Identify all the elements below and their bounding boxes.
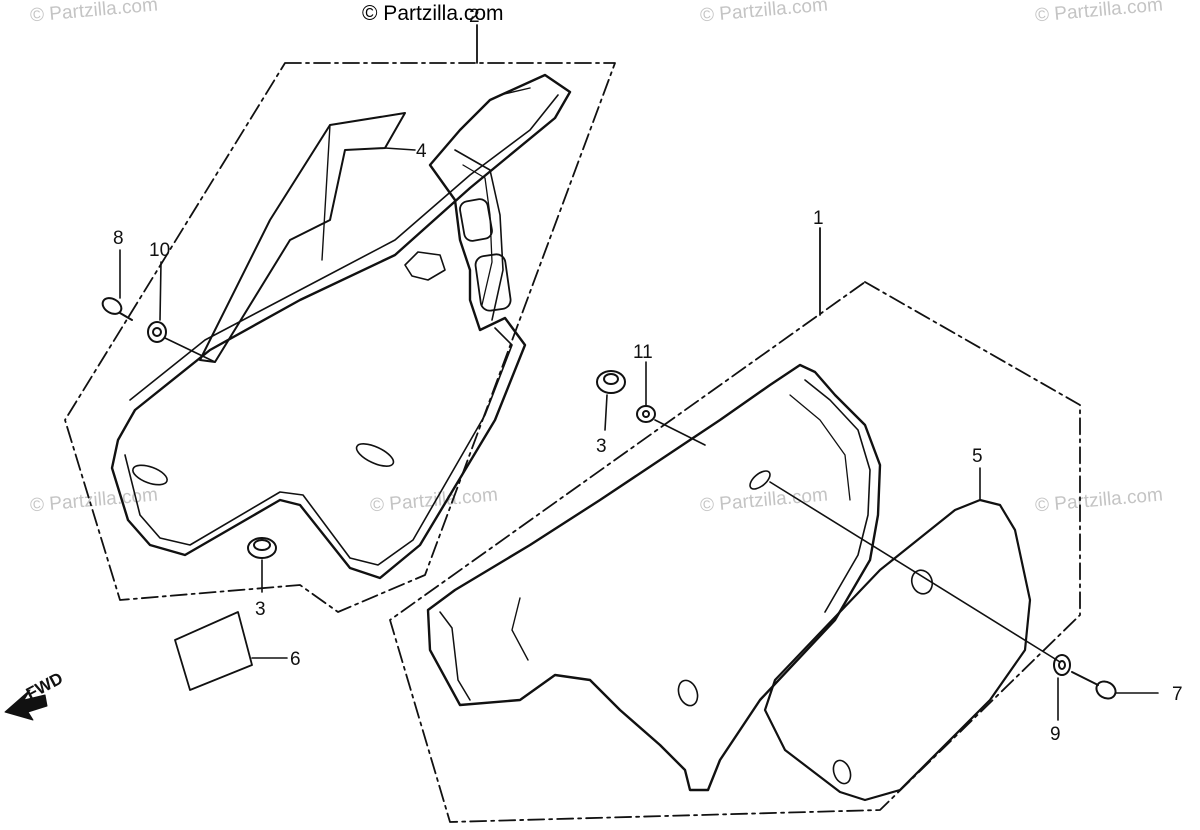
- emblem-strip-4: [199, 112, 406, 363]
- right-side-cover: [426, 363, 882, 792]
- bolt-7: [1071, 671, 1117, 700]
- callout-3-upper: 3: [596, 436, 607, 457]
- axis-line-11: [654, 419, 706, 446]
- left-side-cover: [110, 73, 572, 580]
- bolt-8: [101, 297, 133, 321]
- grommet-3-bottom: [247, 537, 277, 559]
- leader-10: [159, 261, 162, 321]
- callout-4: 4: [416, 141, 427, 162]
- callout-10: 10: [149, 240, 170, 261]
- label-plate-6: [174, 611, 253, 691]
- callout-2: 2: [469, 6, 480, 27]
- callout-3-bottom: 3: [255, 599, 266, 620]
- fwd-arrow-icon: [4, 689, 48, 721]
- grommet-10: [147, 321, 167, 343]
- panel-5: [763, 498, 1032, 802]
- callout-9: 9: [1050, 724, 1061, 745]
- group-outline-2: [64, 62, 616, 613]
- grommet-3-upper: [596, 370, 626, 394]
- axis-line-left: [164, 337, 216, 363]
- callout-1: 1: [813, 208, 824, 229]
- callout-7: 7: [1172, 684, 1183, 705]
- washer-11: [636, 405, 656, 423]
- leader-3-upper: [604, 394, 608, 431]
- axis-line-right: [769, 481, 1061, 663]
- callout-11: 11: [633, 342, 653, 363]
- washer-9: [1053, 654, 1071, 676]
- callout-5: 5: [972, 446, 983, 467]
- callout-8: 8: [113, 228, 124, 249]
- leader-4: [384, 147, 416, 151]
- group-outline-1: [389, 281, 1081, 823]
- copyright-text: © Partzilla.com: [362, 2, 504, 25]
- callout-6: 6: [290, 649, 301, 670]
